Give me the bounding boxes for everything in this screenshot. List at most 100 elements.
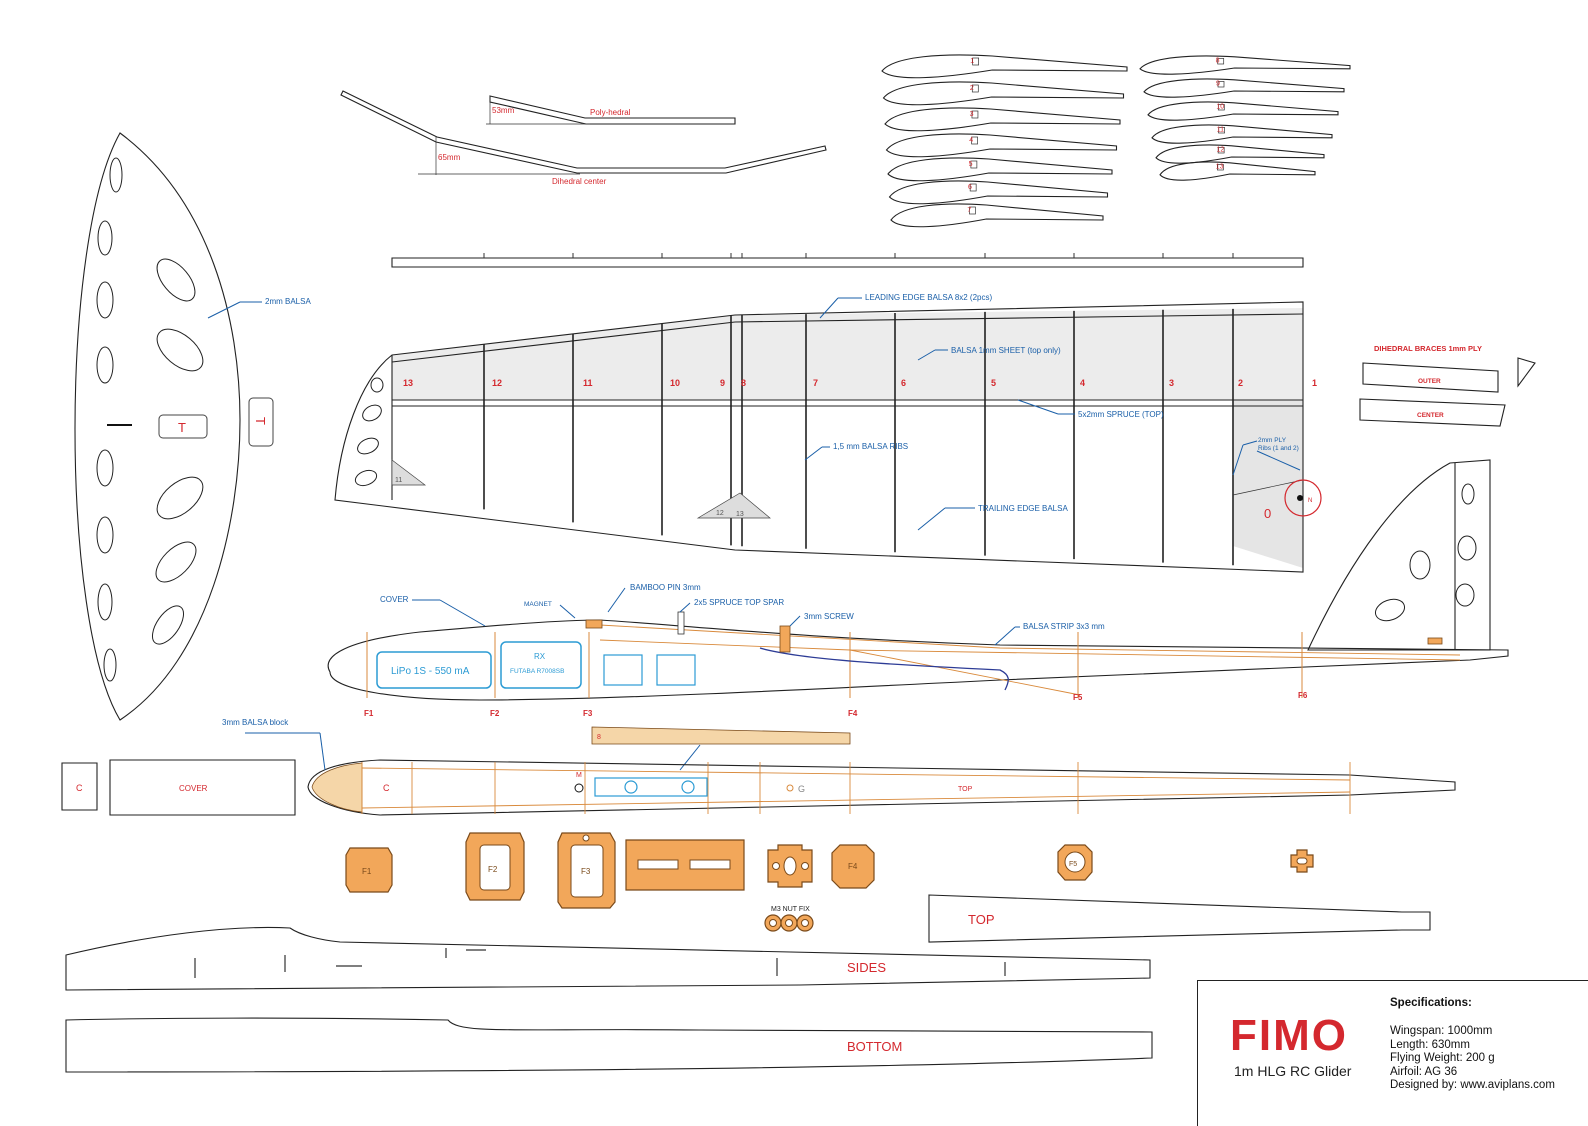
wing-station-label: 11 xyxy=(583,378,593,388)
spar-strip xyxy=(391,253,1304,268)
former-label: F3 xyxy=(583,709,593,718)
stab-tag: T xyxy=(178,420,186,435)
horizontal-stabilizer: T T 2mm BALSA xyxy=(74,132,311,721)
wing-rib: 8 xyxy=(1139,55,1351,75)
trailing-edge-label: TRAILING EDGE BALSA xyxy=(978,504,1068,513)
stab-material-label: 2mm BALSA xyxy=(265,297,311,306)
former-part-f4: F4 xyxy=(848,862,858,871)
balsa-block-label: 3mm BALSA block xyxy=(222,718,289,727)
vertical-tail xyxy=(1307,459,1491,651)
spruce-top-label: 5x2mm SPRUCE (TOP) xyxy=(1078,410,1164,419)
rib-number-label: 6 xyxy=(968,184,972,191)
cover-label: COVER xyxy=(380,595,409,604)
balsa-sheet-label: BALSA 1mm SHEET (top only) xyxy=(951,346,1061,355)
fuselage-side-view: LiPo 1S - 550 mA RX FUTABA R7008SB COVER… xyxy=(327,583,1509,718)
screw-label: 3mm SCREW xyxy=(804,612,854,621)
former-part-f3: F3 xyxy=(581,867,591,876)
rx-label-2: FUTABA R7008SB xyxy=(510,668,564,675)
rib-number-label: 10 xyxy=(1216,103,1224,110)
wing-rib: 7 xyxy=(890,203,1104,228)
tri-11-label: 11 xyxy=(395,477,402,484)
ply-ribs-label-2: Ribs (1 and 2) xyxy=(1258,445,1299,452)
wing-station-label: 7 xyxy=(813,378,818,388)
wing-station-label: 12 xyxy=(492,378,502,388)
dihedral-braces: DIHEDRAL BRACES 1mm PLY OUTER CENTER xyxy=(1359,344,1536,427)
magnet-label: MAGNET xyxy=(524,601,552,608)
rib-number-label: 8 xyxy=(1216,57,1220,64)
spar-tag-label: 8 xyxy=(597,734,601,741)
wing-station-label: 4 xyxy=(1080,378,1085,388)
polyhedral-diagram: 53mm Poly-hedral xyxy=(486,95,736,125)
rib-0-label: 0 xyxy=(1264,506,1271,521)
polyhedral-dim-label: 53mm xyxy=(492,106,515,115)
bamboo-pin-label: BAMBOO PIN 3mm xyxy=(630,583,701,592)
rib-number-label: 13 xyxy=(1216,163,1224,170)
polyhedral-label: Poly-hedral xyxy=(590,108,631,117)
dihedral-diagram: 65mm Dihedral center xyxy=(340,90,827,186)
top-part-label: TOP xyxy=(968,912,995,927)
wing-rib: 6 xyxy=(888,180,1109,205)
title-block: FIMO 1m HLG RC Glider Specifications: Wi… xyxy=(1197,980,1588,1126)
balsa-ribs-label: 1,5 mm BALSA RIBS xyxy=(833,442,908,451)
spruce-spar-label: 2x5 SPRUCE TOP SPAR xyxy=(694,598,784,607)
wing-station-label: 8 xyxy=(741,378,746,388)
bottom-skin-part: BOTTOM xyxy=(65,1017,1153,1073)
cover-part-label: COVER xyxy=(179,784,208,793)
spec-item: Length: 630mm xyxy=(1390,1038,1470,1051)
center-label: CENTER xyxy=(1417,412,1444,419)
wing-station-label: 3 xyxy=(1169,378,1174,388)
rx-label-1: RX xyxy=(534,652,546,661)
lipo-label: LiPo 1S - 550 mA xyxy=(391,666,470,677)
wing-station-label: 9 xyxy=(720,378,725,388)
sides-part-label: SIDES xyxy=(847,960,886,975)
top-skin-part: TOP xyxy=(928,894,1431,943)
tri-12-label: 12 xyxy=(716,510,724,517)
former-label: F5 xyxy=(1073,693,1083,702)
former-part-f1: F1 xyxy=(362,867,372,876)
rib-number-label: 5 xyxy=(969,161,973,168)
rib-number-label: 7 xyxy=(967,207,971,214)
spec-item: Airfoil: AG 36 xyxy=(1390,1065,1458,1078)
former-label: F6 xyxy=(1298,691,1308,700)
former-part-f2: F2 xyxy=(488,865,498,874)
dihedral-center-label: Dihedral center xyxy=(552,177,607,186)
rib-number-label: 9 xyxy=(1216,80,1220,87)
former-label: F1 xyxy=(364,709,374,718)
rib-number-label: 2 xyxy=(970,85,974,92)
dihedral-dim-label: 65mm xyxy=(438,153,461,162)
spec-item: Designed by: www.aviplans.com xyxy=(1390,1079,1555,1091)
top-tag: TOP xyxy=(958,786,973,793)
wing-rib: 2 xyxy=(882,81,1125,106)
rib-number-label: 12 xyxy=(1216,146,1224,153)
wing-rib: 5 xyxy=(887,157,1113,182)
g-tag: G xyxy=(798,784,805,794)
wing-ribs-set-2: 8 9 10 11 12 13 xyxy=(1139,55,1351,181)
wing-rib: 9 xyxy=(1143,78,1345,98)
wing-rib: 4 xyxy=(885,133,1118,158)
fuselage-top-view: M G TOP C 3mm BALSA block xyxy=(222,718,1456,816)
leading-edge-label: LEADING EDGE BALSA 8x2 (2pcs) xyxy=(865,293,992,302)
c-tag-part: C xyxy=(76,783,83,793)
top-spar-piece: 8 xyxy=(591,726,851,771)
plan-subtitle: 1m HLG RC Glider xyxy=(1234,1063,1352,1079)
wing-station-label: 10 xyxy=(670,378,680,388)
former-parts: F1 F2 F3 F4 F5 M3 NUT FIX xyxy=(345,832,1314,932)
spec-item: Wingspan: 1000mm xyxy=(1390,1025,1493,1037)
wing-rib: 1 xyxy=(881,54,1128,79)
rib-number-label: 4 xyxy=(969,137,973,144)
wing-rib: 10 xyxy=(1147,101,1339,121)
former-part-f5: F5 xyxy=(1069,861,1077,868)
wing-ribs-set-1: 1 2 3 4 5 6 7 xyxy=(881,54,1128,228)
wing-rib: 11 xyxy=(1151,124,1333,144)
wing-station-label: 5 xyxy=(991,378,996,388)
former-label: F4 xyxy=(848,709,858,718)
m-tag: M xyxy=(576,772,582,779)
rib-number-label: 11 xyxy=(1217,126,1224,133)
dihedral-braces-label: DIHEDRAL BRACES 1mm PLY xyxy=(1374,344,1482,353)
rib-number-label: 3 xyxy=(970,111,974,118)
former-label: F2 xyxy=(490,709,500,718)
rib-n-label: N xyxy=(1308,498,1312,504)
tri-13-label: 13 xyxy=(736,511,744,518)
wing-station-label: 6 xyxy=(901,378,906,388)
